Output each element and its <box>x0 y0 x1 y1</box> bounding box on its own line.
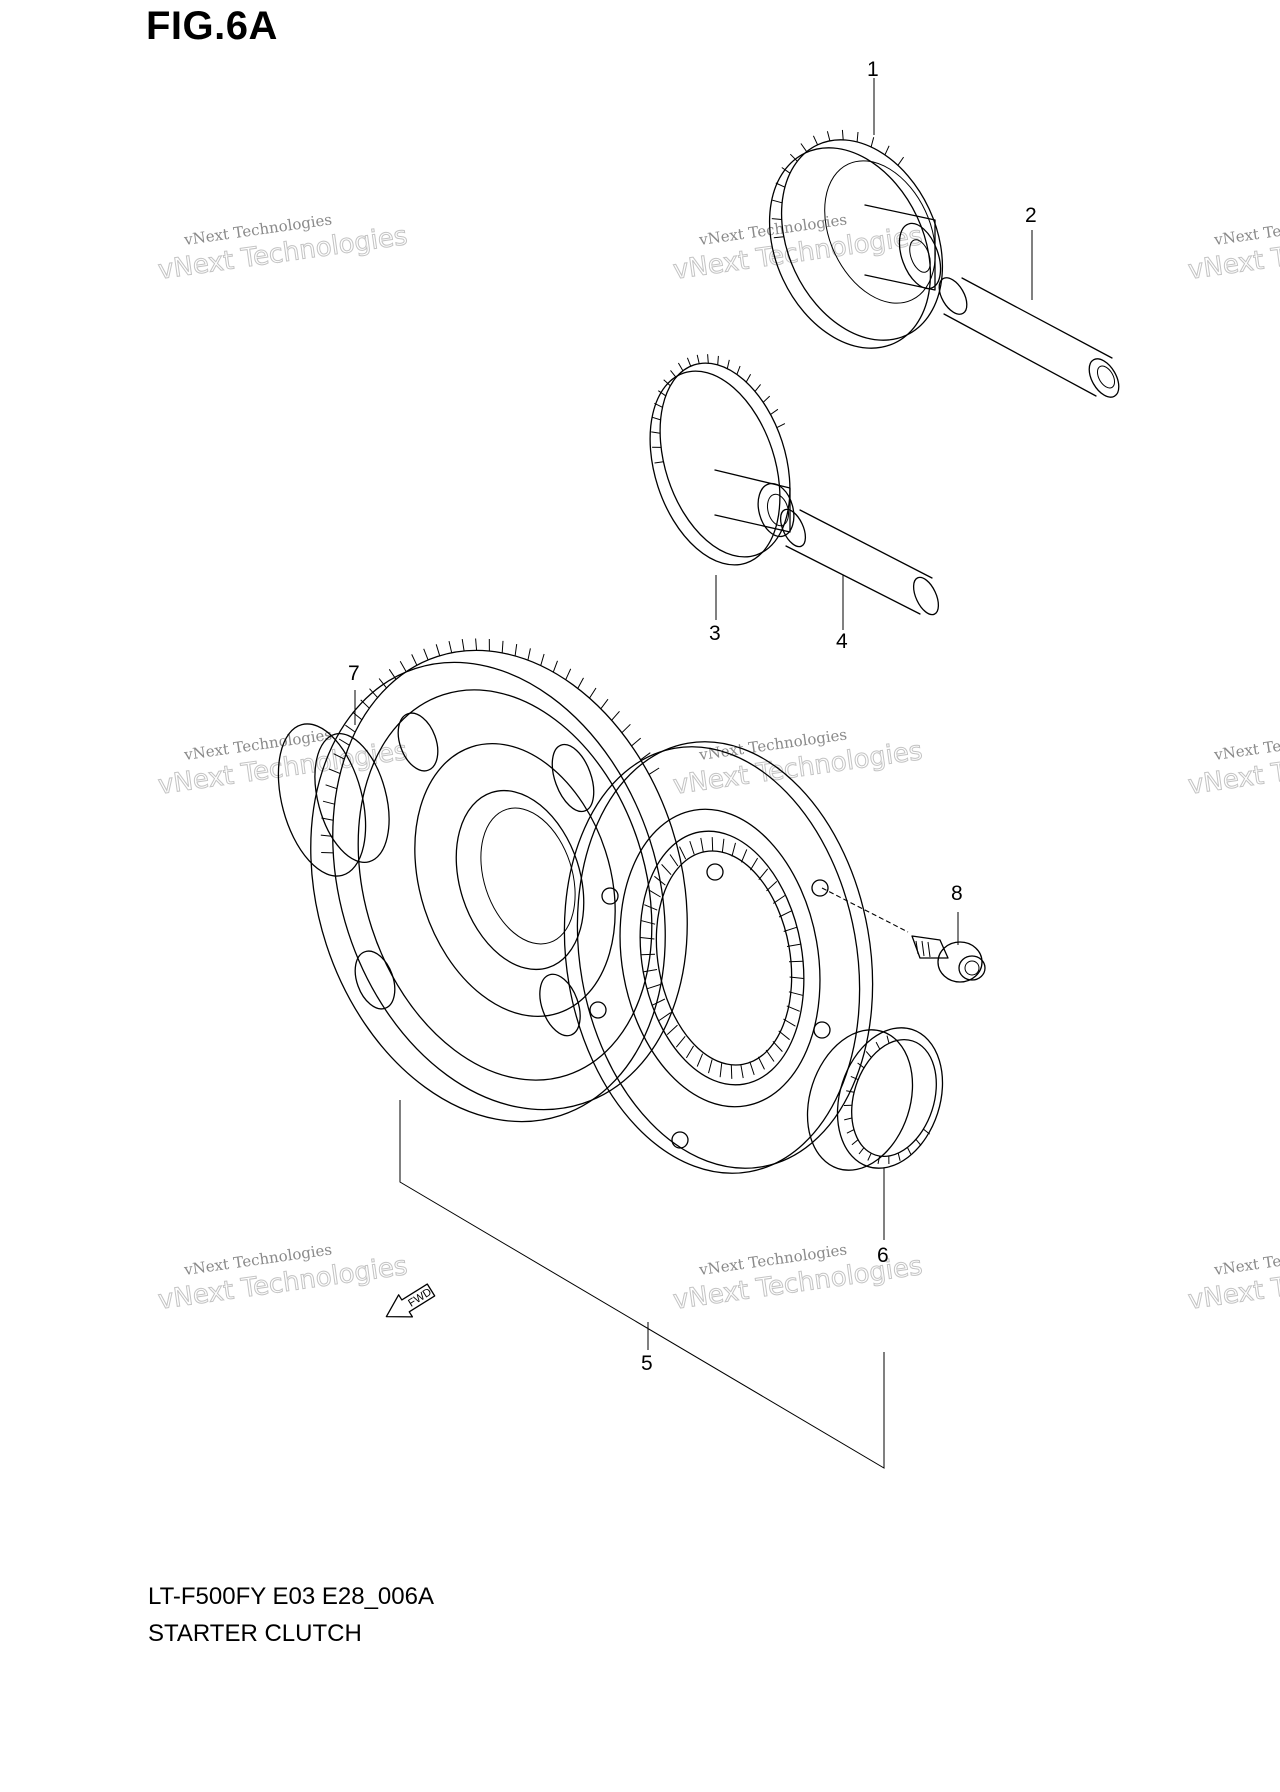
callout-3: 3 <box>709 622 721 645</box>
part-8-bolt <box>821 887 986 983</box>
part-4-pin <box>779 508 940 616</box>
callout-7: 7 <box>348 662 360 685</box>
leader-lines <box>354 78 1033 1469</box>
callouts: 1 2 3 4 5 6 7 8 <box>348 58 1037 1375</box>
callout-5: 5 <box>641 1352 653 1375</box>
callout-2: 2 <box>1025 204 1037 227</box>
part-5-starter-clutch-housing <box>563 741 874 1174</box>
watermark-line1: vNext Technologies <box>1212 210 1280 249</box>
diagram-code: LT-F500FY E03 E28_006A <box>148 1583 434 1610</box>
gear-tooth-lines <box>320 638 660 854</box>
diagram-name: STARTER CLUTCH <box>148 1620 362 1647</box>
part-2-shaft <box>938 277 1120 398</box>
gear-tooth-lines <box>771 129 905 239</box>
fwd-arrow: FWD <box>385 1283 436 1318</box>
watermark-line1: vNext Technologies <box>1212 1240 1280 1279</box>
figure-title: FIG.6A <box>146 4 278 48</box>
gear-tooth-lines <box>651 354 786 464</box>
callout-1: 1 <box>867 58 879 81</box>
callout-6: 6 <box>877 1244 889 1267</box>
part-7-starter-driven-gear <box>277 638 688 1123</box>
callout-8: 8 <box>951 882 963 905</box>
part-1-idle-gear <box>768 129 944 349</box>
part-3-reduction-gear <box>649 354 795 566</box>
watermark-line1: vNext Technologies <box>1212 725 1280 764</box>
part-6-roller-bearing <box>806 1027 944 1171</box>
callout-4: 4 <box>836 630 848 653</box>
gear-tooth-lines <box>843 1035 931 1165</box>
gear-tooth-lines <box>640 837 804 1079</box>
fwd-label: FWD <box>406 1286 434 1309</box>
